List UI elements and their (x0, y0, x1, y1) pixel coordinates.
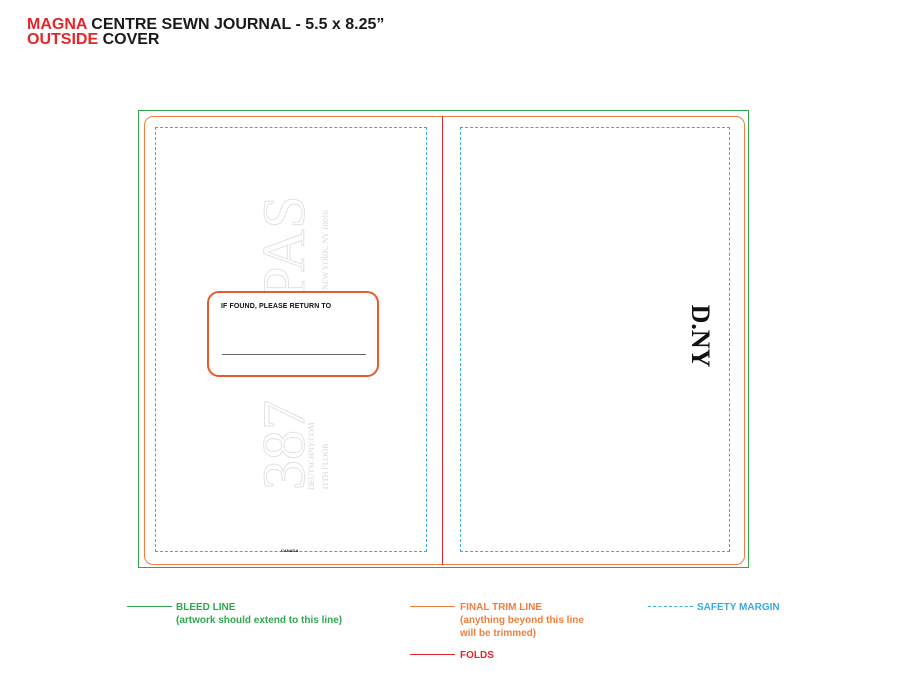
safety-margin-back (155, 127, 427, 552)
legend-folds-title: FOLDS (460, 650, 494, 661)
legend-bleed: BLEED LINE (artwork should extend to thi… (176, 601, 342, 627)
watermark-floor: 11TH FLOOR (321, 443, 330, 490)
legend-safety-title: SAFETY MARGIN (697, 602, 780, 613)
return-label-text: IF FOUND, PLEASE RETURN TO (221, 303, 332, 310)
legend-bleed-title: BLEED LINE (176, 602, 236, 613)
legend-trim-note-2: will be trimmed) (460, 628, 537, 639)
legend-trim-swatch (410, 606, 455, 607)
title-outside: OUTSIDE (27, 31, 99, 48)
title-line-2: OUTSIDE COVER (27, 31, 384, 48)
fold-line (442, 116, 443, 565)
watermark-number: 387 (251, 400, 317, 490)
legend-safety-swatch (648, 606, 693, 607)
watermark-graphic: 387 PAS DEUTSCHNY.COM 11TH FLOOR NEW YOR… (251, 195, 331, 491)
dny-logo: D.NY (686, 304, 715, 368)
title-line-1: MAGNA CENTRE SEWN JOURNAL - 5.5 x 8.25” (27, 16, 385, 33)
legend-trim: FINAL TRIM LINE (anything beyond this li… (460, 601, 584, 640)
return-address-label: IF FOUND, PLEASE RETURN TO (207, 291, 379, 377)
title-magna: MAGNA (27, 16, 87, 33)
watermark-address: NEW YORK, NY 10016 (321, 210, 330, 290)
title-cover: COVER (102, 31, 160, 48)
title-product: CENTRE SEWN JOURNAL - 5.5 x 8.25” (91, 16, 385, 33)
legend-bleed-swatch (127, 606, 172, 607)
legend-fold-swatch (410, 654, 455, 655)
document-title: MAGNA CENTRE SEWN JOURNAL - 5.5 x 8.25” … (27, 16, 385, 48)
watermark-word: PAS (251, 195, 317, 300)
trim-line-box (144, 116, 745, 565)
bleed-line-box (138, 110, 749, 568)
legend-trim-title: FINAL TRIM LINE (460, 602, 543, 613)
watermark-site: DEUTSCHNY.COM (307, 422, 316, 490)
legend-bleed-note: (artwork should extend to this line) (176, 615, 343, 626)
return-label-write-line (222, 354, 366, 355)
legend-trim-note-1: (anything beyond this line (460, 615, 584, 626)
safety-margin-front (460, 127, 730, 552)
country-of-origin: CANADA (281, 548, 299, 553)
back-cover-watermark: 387 PAS DEUTSCHNY.COM 11TH FLOOR NEW YOR… (246, 180, 336, 500)
